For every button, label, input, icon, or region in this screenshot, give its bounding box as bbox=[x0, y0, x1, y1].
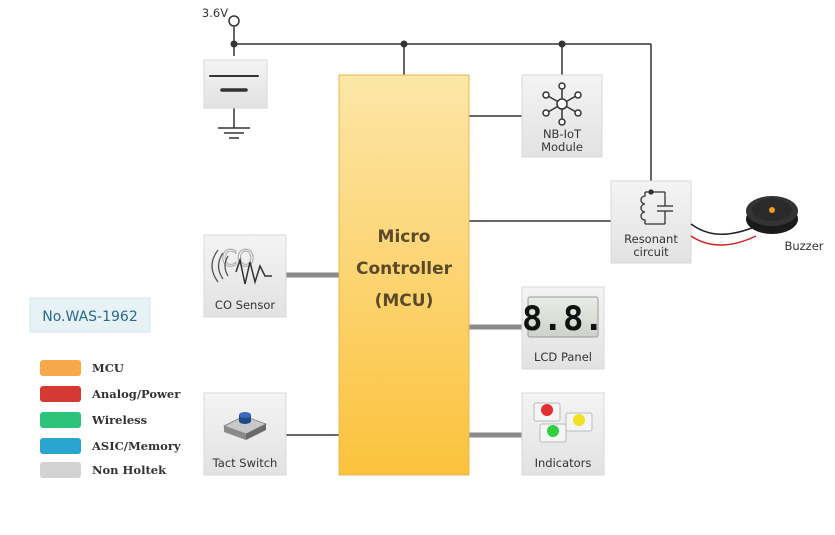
mcu-block: Micro Controller (MCU) bbox=[338, 74, 470, 476]
legend-swatch-asic-memory bbox=[40, 438, 81, 454]
supply-terminal-icon bbox=[228, 15, 240, 27]
indicators-label: Indicators bbox=[535, 456, 592, 470]
co-sensor-block: CO CO Sensor bbox=[203, 234, 287, 318]
led-indicators-icon bbox=[533, 402, 593, 443]
lc-tank-icon bbox=[640, 189, 673, 225]
legend-label-asic-memory: ASIC/Memory bbox=[91, 439, 181, 453]
bus-wires bbox=[286, 272, 522, 438]
legend-swatch-analog-power bbox=[40, 386, 81, 402]
legend-swatch-mcu bbox=[40, 360, 81, 376]
legend-swatch-non-holtek bbox=[40, 462, 81, 478]
lcd-panel-label: LCD Panel bbox=[534, 350, 592, 364]
battery-block bbox=[203, 59, 268, 109]
legend-label-analog-power: Analog/Power bbox=[91, 387, 181, 401]
buzzer-label: Buzzer bbox=[784, 239, 823, 253]
indicators-block: Indicators bbox=[521, 392, 605, 476]
junction-dots bbox=[230, 40, 566, 48]
mcu-label-line-3: (MCU) bbox=[375, 291, 434, 311]
resonant-label-line-2: circuit bbox=[633, 245, 669, 259]
network-hub-icon bbox=[542, 82, 582, 126]
legend-label-mcu: MCU bbox=[92, 361, 124, 375]
legend-label-wireless: Wireless bbox=[91, 413, 147, 427]
legend-label-non-holtek: Non Holtek bbox=[92, 463, 167, 477]
tact-switch-icon bbox=[222, 412, 268, 440]
nbiot-label-line-1: NB-IoT bbox=[543, 127, 582, 141]
part-number-label: No.WAS-1962 bbox=[42, 309, 137, 325]
part-number-badge: No.WAS-1962 bbox=[29, 297, 151, 333]
legend: MCU Analog/Power Wireless ASIC/Memory No… bbox=[40, 360, 181, 478]
battery-icon bbox=[209, 75, 259, 92]
nbiot-label-line-2: Module bbox=[541, 140, 583, 154]
tact-switch-block: Tact Switch bbox=[203, 392, 287, 476]
lcd-digits: 8.8. bbox=[522, 299, 604, 339]
legend-swatch-wireless bbox=[40, 412, 81, 428]
buzzer-icon bbox=[746, 196, 798, 234]
wires bbox=[233, 27, 652, 436]
lcd-panel-block: 8.8. LCD Panel bbox=[521, 286, 605, 370]
ground-icon bbox=[218, 127, 250, 139]
supply-voltage-label: 3.6V bbox=[202, 6, 228, 20]
co-sensor-icon: CO bbox=[211, 246, 272, 285]
buzzer-block: Buzzer bbox=[690, 196, 824, 253]
tact-switch-label: Tact Switch bbox=[212, 456, 278, 470]
resonant-circuit-block: Resonant circuit bbox=[610, 180, 692, 264]
mcu-label-line-1: Micro bbox=[378, 227, 431, 247]
nbiot-module-block: NB-IoT Module bbox=[521, 74, 603, 158]
resonant-label-line-1: Resonant bbox=[624, 232, 678, 246]
lcd-screen-icon bbox=[527, 296, 599, 338]
co-sensor-label: CO Sensor bbox=[215, 298, 275, 312]
mcu-label-line-2: Controller bbox=[356, 259, 453, 279]
